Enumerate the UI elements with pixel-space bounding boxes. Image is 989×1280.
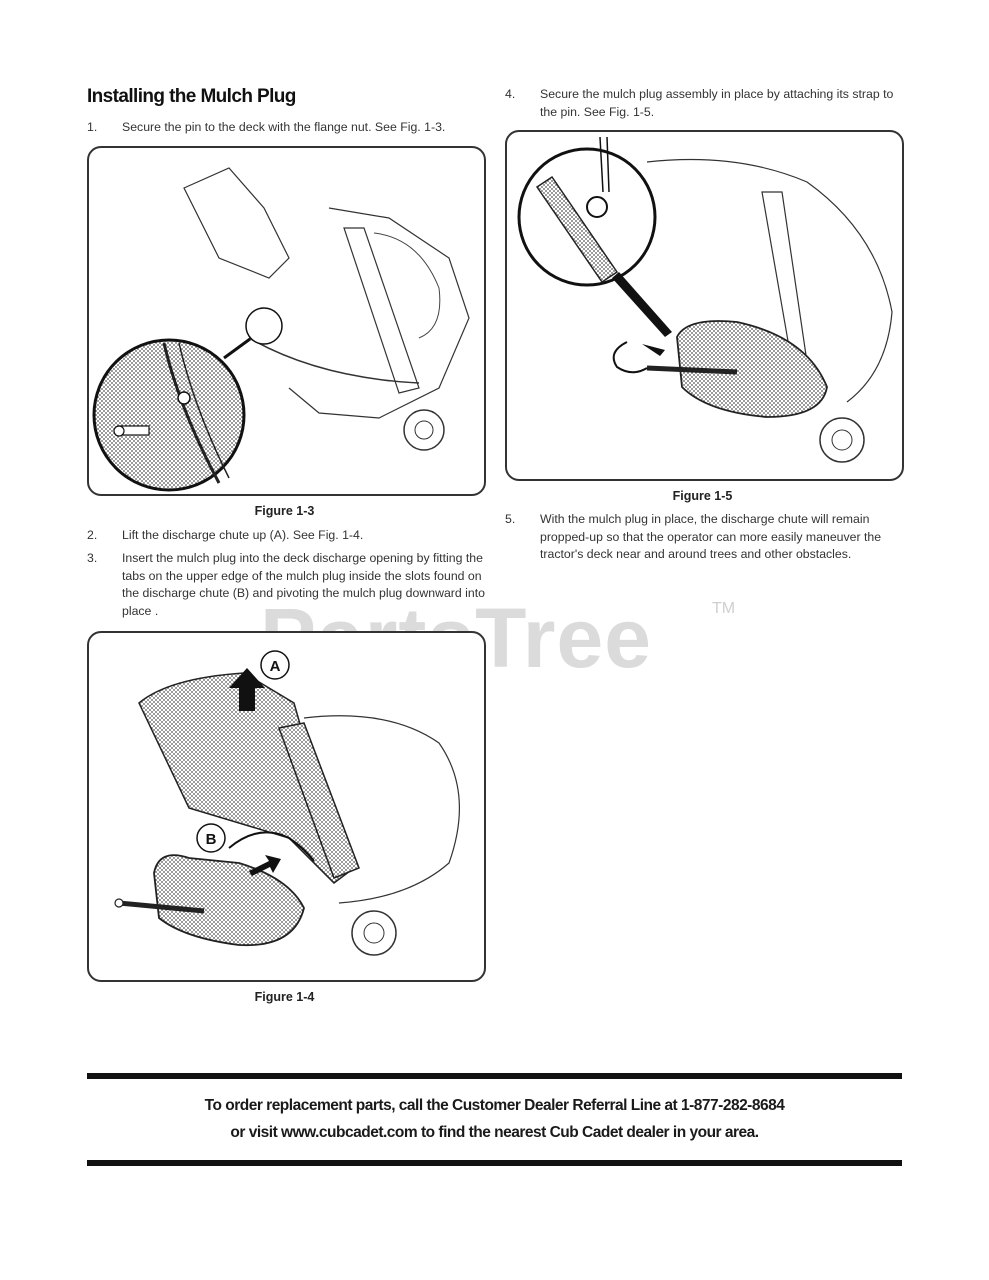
step-2: 2. Lift the discharge chute up (A). See … (87, 527, 487, 545)
figure-1-5-illustration (517, 136, 893, 463)
footer-bottom-rule (87, 1160, 902, 1166)
step-4: 4. Secure the mulch plug assembly in pla… (505, 86, 900, 122)
figure-1-4-caption: Figure 1-4 (254, 990, 315, 1004)
step-3: 3. Insert the mulch plug into the deck d… (87, 550, 487, 622)
step-5: 5. With the mulch plug in place, the dis… (505, 511, 900, 583)
footer-top-rule (87, 1073, 902, 1079)
step-text: With the mulch plug in place, the discha… (540, 512, 882, 561)
step-1: 1. Secure the pin to the deck with the f… (87, 119, 487, 137)
step-text: Lift the discharge chute up (A). See Fig… (122, 528, 364, 542)
watermark-trademark: TM (712, 600, 736, 617)
step-text: Secure the mulch plug assembly in place … (540, 87, 894, 119)
step-number: 3. (87, 551, 98, 565)
step-number: 5. (505, 512, 516, 526)
step-number: 1. (87, 120, 98, 134)
figure-1-5 (505, 130, 904, 481)
callout-b-label: B (206, 831, 217, 848)
figure-1-4-illustration: A B (114, 650, 461, 956)
figure-1-5-caption: Figure 1-5 (672, 489, 733, 503)
footer-line-2: or visit www.cubcadet.com to find the ne… (230, 1124, 759, 1141)
step-number: 2. (87, 528, 98, 542)
figure-1-4: A B (87, 631, 486, 982)
section-heading: Installing the Mulch Plug (87, 86, 296, 107)
callout-a-label: A (270, 658, 281, 675)
step-number: 4. (505, 87, 516, 101)
figure-1-3-illustration (92, 167, 470, 492)
figure-1-3-caption: Figure 1-3 (254, 504, 315, 518)
figure-1-3 (87, 146, 486, 496)
step-text: Insert the mulch plug into the deck disc… (122, 551, 485, 618)
footer-line-1: To order replacement parts, call the Cus… (204, 1097, 785, 1114)
step-text: Secure the pin to the deck with the flan… (122, 120, 446, 134)
